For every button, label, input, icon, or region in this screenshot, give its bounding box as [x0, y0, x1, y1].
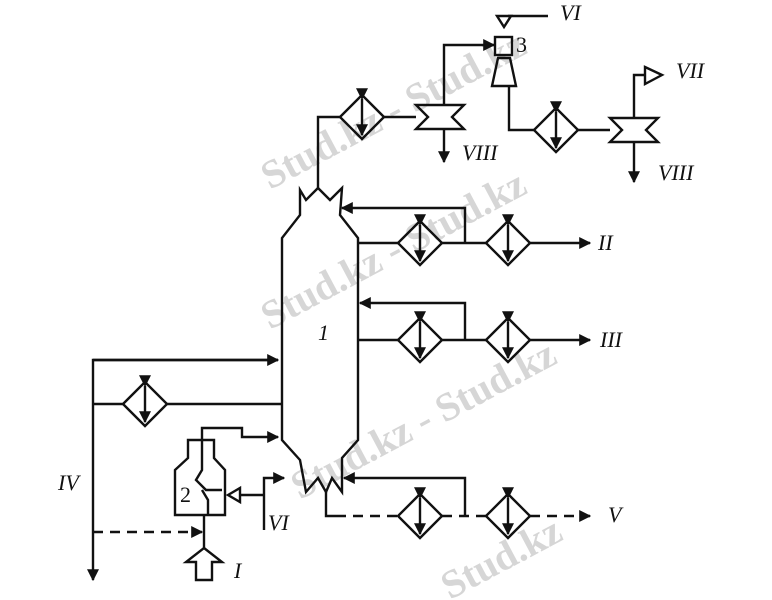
furnace-label: 2	[180, 482, 191, 507]
water-label-1: VIII	[462, 140, 499, 165]
feed-arrow-icon	[182, 546, 226, 582]
heat-exchanger-icon	[534, 108, 578, 152]
stream-vii-label: VII	[676, 58, 706, 83]
heat-exchanger-icon	[486, 221, 530, 265]
stream-ii-label: II	[597, 230, 614, 255]
steam-bottom-label: VI	[268, 510, 290, 535]
condenser-icon	[608, 116, 660, 144]
feed-label: I	[233, 558, 243, 583]
steam-top-label: VI	[560, 0, 582, 25]
svg-text:Stud.kz: Stud.kz	[433, 507, 569, 600]
watermark: Stud.kz - Stud.kz Stud.kz - Stud.kz Stud…	[253, 20, 569, 600]
distillation-column	[280, 184, 360, 496]
heat-exchanger-icon	[123, 382, 167, 426]
water-label-2: VIII	[658, 160, 695, 185]
heat-exchanger-icon	[398, 494, 442, 538]
stream-v-label: V	[608, 502, 624, 527]
ejector-icon	[490, 14, 548, 88]
stream-iii-label: III	[599, 327, 624, 352]
column-label: 1	[318, 320, 329, 345]
stream-iv-label: IV	[57, 470, 81, 495]
heat-exchanger-icon	[398, 318, 442, 362]
svg-text:Stud.kz - Stud.kz: Stud.kz - Stud.kz	[283, 330, 563, 507]
ejector-label: 3	[516, 32, 527, 57]
